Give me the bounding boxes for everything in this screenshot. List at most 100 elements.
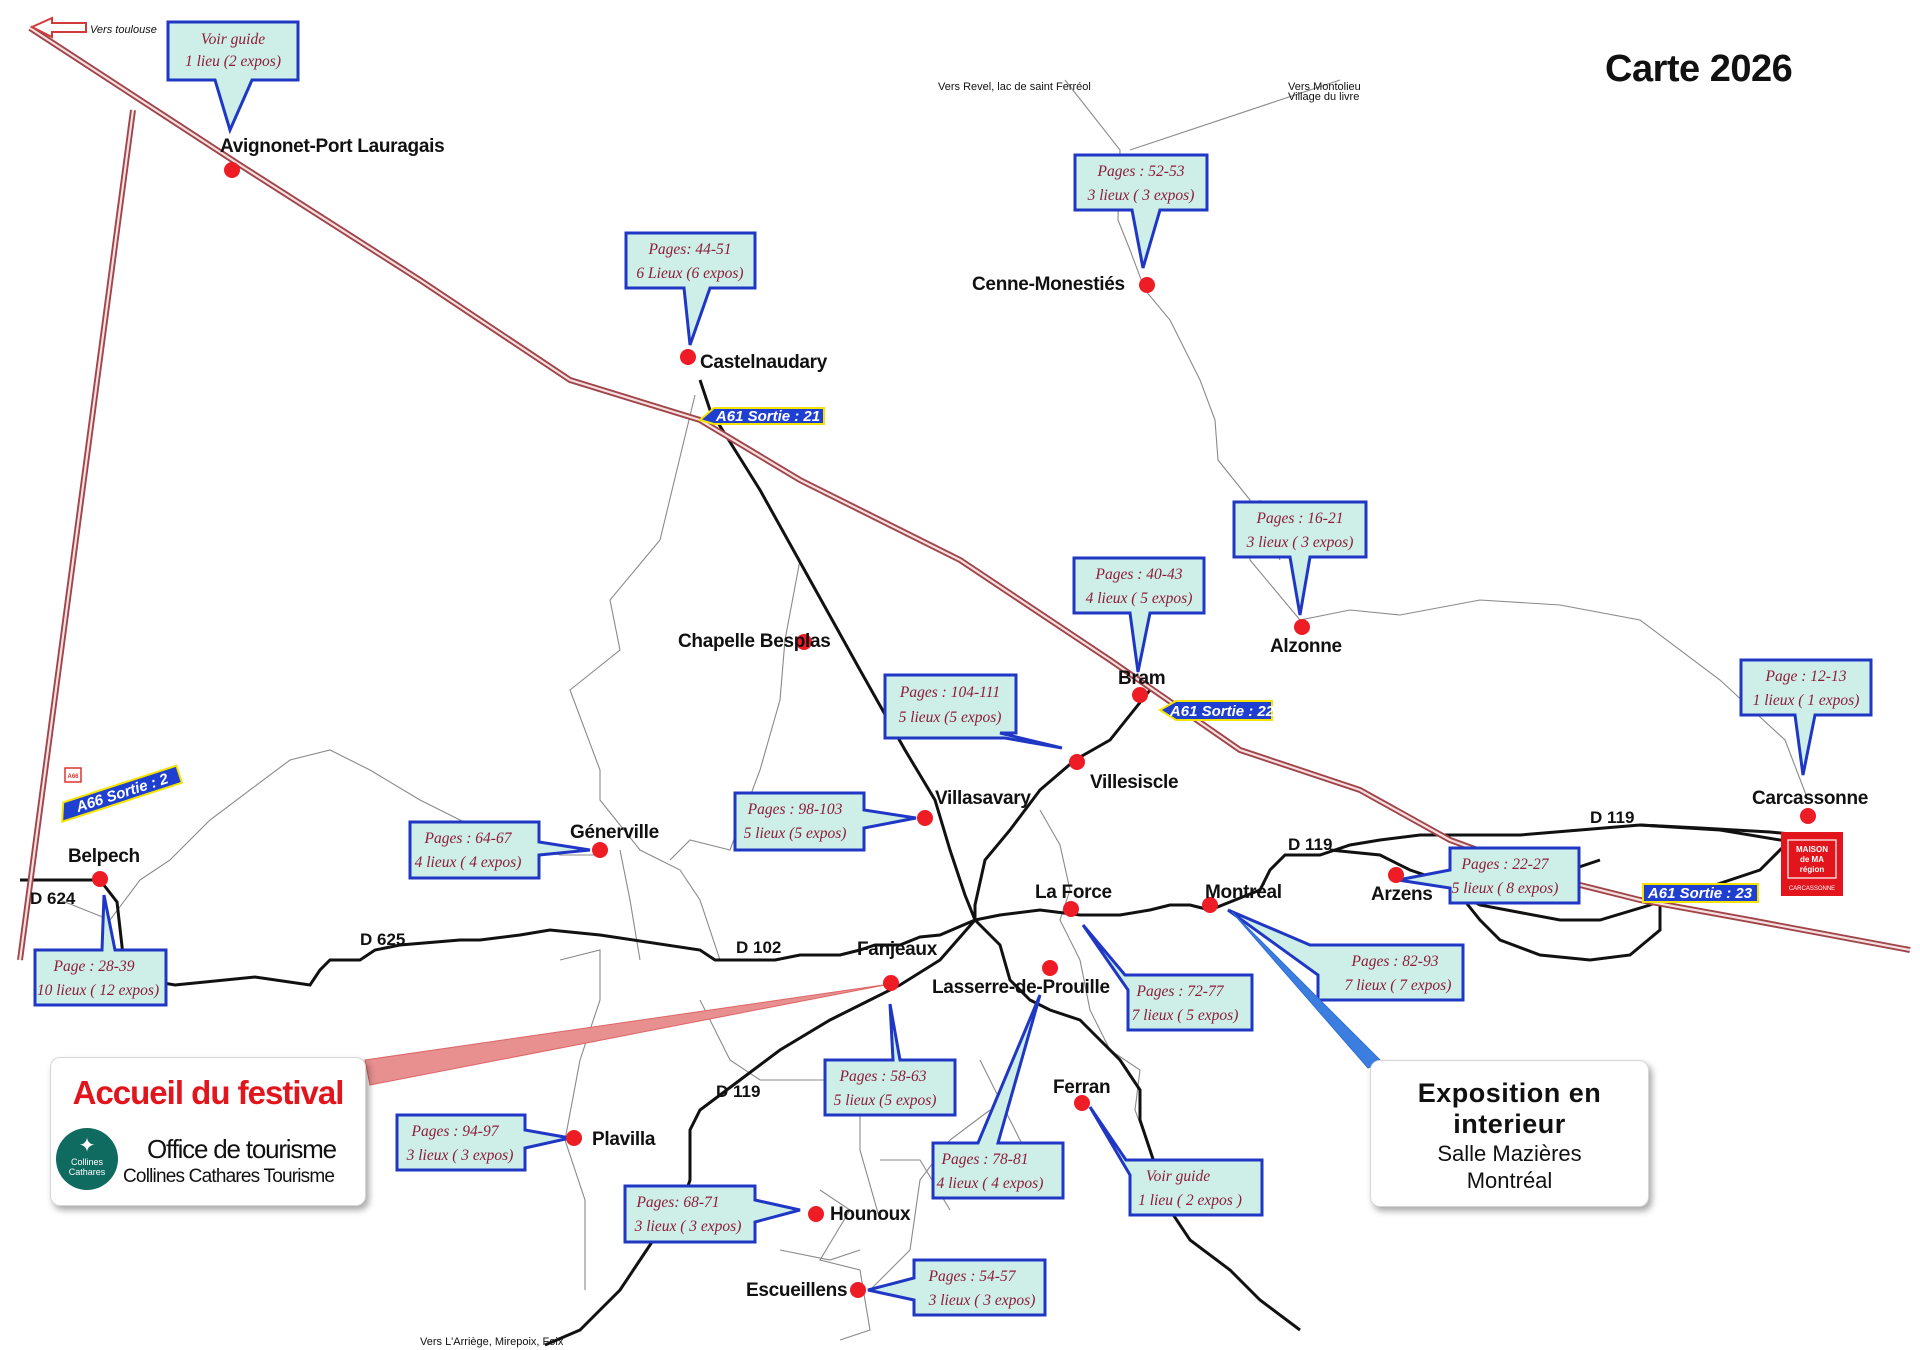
label-castelnaudary: Castelnaudary (700, 352, 828, 373)
road-d119-montreal: D 119 (1288, 835, 1332, 854)
marker-fanjeaux (883, 975, 899, 991)
svg-text:A61 Sortie : 23: A61 Sortie : 23 (1647, 885, 1753, 902)
marker-villasavary (917, 810, 933, 826)
direction-toulouse: Vers toulouse (90, 24, 157, 36)
marker-laforce (1063, 901, 1079, 917)
marker-avignonet (224, 162, 240, 178)
svg-text:7 lieux ( 7 expos): 7 lieux ( 7 expos) (1345, 977, 1452, 994)
marker-ferran (1074, 1095, 1090, 1111)
marker-escueillens (850, 1282, 866, 1298)
svg-text:de MA: de MA (1800, 855, 1824, 864)
callout-belpech: Page : 28-39 10 lieux ( 12 expos) (33, 894, 168, 1007)
road-labels: D 119 D 119 D 119 D 624 D 625 D 102 (30, 808, 1634, 1101)
svg-text:Pages : 22-27: Pages : 22-27 (1461, 856, 1550, 873)
exit-a61-22: A61 Sortie : 22 (1158, 700, 1275, 721)
map-title: Carte 2026 (1605, 48, 1793, 90)
svg-text:Pages : 58-63: Pages : 58-63 (839, 1068, 927, 1085)
direction-revel: Vers Revel, lac de saint Ferréol (938, 81, 1091, 93)
label-ferran: Ferran (1053, 1077, 1110, 1098)
svg-text:5 lieux ( 8 expos): 5 lieux ( 8 expos) (1452, 880, 1559, 897)
svg-text:Pages : 98-103: Pages : 98-103 (747, 801, 843, 818)
svg-text:10 lieux ( 12 expos): 10 lieux ( 12 expos) (37, 982, 159, 999)
label-hounoux: Hounoux (830, 1204, 911, 1225)
svg-text:3 lieux ( 3 expos): 3 lieux ( 3 expos) (928, 1292, 1036, 1309)
road-d119-carcassonne: D 119 (1590, 808, 1634, 827)
svg-text:A66 Sortie : 2: A66 Sortie : 2 (73, 770, 171, 816)
marker-castelnaudary (680, 349, 696, 365)
label-generville: Génerville (570, 822, 659, 843)
svg-text:Pages : 72-77: Pages : 72-77 (1136, 983, 1225, 1000)
callout-ferran: Voir guide 1 lieu ( 2 expos ) (1088, 1106, 1264, 1217)
accueil-line1: Office de tourisme (147, 1134, 337, 1164)
road-d624: D 624 (30, 889, 76, 908)
svg-text:Pages : 52-53: Pages : 52-53 (1097, 163, 1185, 180)
callout-villasavary: Pages : 98-103 5 lieux (5 expos) (733, 791, 917, 852)
label-belpech: Belpech (68, 846, 140, 867)
svg-text:3 lieux ( 3 expos): 3 lieux ( 3 expos) (1087, 187, 1195, 204)
a66-motorway (17, 109, 136, 961)
label-cenne: Cenne-Monestiés (972, 274, 1125, 295)
marker-chapelle (796, 634, 812, 650)
svg-text:Page : 12-13: Page : 12-13 (1765, 668, 1847, 685)
road-d119-south: D 119 (716, 1082, 760, 1101)
svg-text:3 lieux ( 3 expos): 3 lieux ( 3 expos) (406, 1147, 514, 1164)
svg-text:1 lieu ( 2 expos ): 1 lieu ( 2 expos ) (1138, 1192, 1242, 1209)
svg-text:MAISON: MAISON (1796, 845, 1828, 854)
callout-carcassonne: Page : 12-13 1 lieux ( 1 expos) (1739, 658, 1873, 776)
callout-bram: Pages : 40-43 4 lieux ( 5 expos) (1072, 556, 1206, 673)
a66-badge: A66 (64, 767, 82, 783)
svg-text:7 lieux ( 5 expos): 7 lieux ( 5 expos) (1132, 1007, 1239, 1024)
svg-text:Pages : 16-21: Pages : 16-21 (1256, 510, 1344, 527)
callout-avignonet: Voir guide 1 lieu (2 expos) (166, 20, 300, 135)
svg-text:A61 Sortie : 21: A61 Sortie : 21 (715, 408, 820, 425)
expo-title-1: Exposition en (1417, 1078, 1602, 1108)
label-arzens: Arzens (1371, 884, 1433, 905)
svg-text:Pages : 64-67: Pages : 64-67 (424, 830, 513, 847)
direction-montolieu-2: Village du livre (1288, 91, 1359, 103)
svg-text:5 lieux (5 expos): 5 lieux (5 expos) (899, 709, 1002, 726)
svg-text:Pages : 78-81: Pages : 78-81 (941, 1151, 1029, 1168)
svg-text:Pages: 68-71: Pages: 68-71 (635, 1194, 719, 1211)
expo-sub-1: Salle Mazières (1437, 1141, 1582, 1166)
label-avignonet: Avignonet-Port Lauragais (220, 136, 444, 157)
callout-hounoux: Pages: 68-71 3 lieux ( 3 expos) (623, 1184, 801, 1244)
label-chapelle: Chapelle Besplas (678, 631, 831, 652)
svg-text:6 Lieux (6 expos): 6 Lieux (6 expos) (636, 265, 743, 282)
label-montreal: Montréal (1205, 882, 1282, 903)
svg-text:Pages : 40-43: Pages : 40-43 (1095, 566, 1183, 583)
office-tourisme-logo: ✦ Collines Cathares (56, 1128, 118, 1190)
svg-text:1 lieu (2 expos): 1 lieu (2 expos) (185, 53, 281, 70)
svg-text:Pages : 54-57: Pages : 54-57 (928, 1268, 1017, 1285)
svg-text:A66: A66 (67, 774, 79, 780)
expo-panel: Exposition en interieur Salle Mazières M… (1370, 1060, 1649, 1207)
callout-villesiscle: Pages : 104-111 5 lieux (5 expos) (883, 673, 1063, 750)
svg-text:A61 Sortie : 22: A61 Sortie : 22 (1169, 703, 1275, 720)
label-villesiscle: Villesiscle (1090, 772, 1178, 793)
svg-text:1 lieux ( 1 expos): 1 lieux ( 1 expos) (1753, 692, 1860, 709)
svg-text:5 lieux (5 expos): 5 lieux (5 expos) (834, 1092, 937, 1109)
svg-text:Voir guide: Voir guide (201, 31, 265, 48)
direction-ariege: Vers L'Arriège, Mirepoix, Foix (420, 1336, 564, 1348)
svg-text:4 lieux ( 4 expos): 4 lieux ( 4 expos) (937, 1175, 1044, 1192)
marker-hounoux (808, 1206, 824, 1222)
svg-text:région: région (1800, 865, 1825, 874)
accueil-pointer (364, 983, 891, 1086)
label-fanjeaux: Fanjeaux (857, 939, 938, 960)
direction-montolieu-1: Vers Montolieu (1288, 81, 1361, 93)
accueil-panel: Accueil du festival ✦ Collines Cathares … (50, 1057, 366, 1206)
expo-title-2: interieur (1453, 1109, 1566, 1139)
label-plavilla: Plavilla (592, 1129, 656, 1150)
marker-cenne (1139, 277, 1155, 293)
marker-arzens (1388, 867, 1404, 883)
callout-arzens: Pages : 22-27 5 lieux ( 8 expos) (1397, 846, 1581, 905)
svg-text:Pages : 104-111: Pages : 104-111 (899, 684, 1000, 701)
marker-montreal (1202, 897, 1218, 913)
road-d102: D 102 (736, 938, 781, 957)
toulouse-arrow-icon (29, 16, 87, 39)
marker-generville (592, 842, 608, 858)
svg-text:4 lieux ( 5 expos): 4 lieux ( 5 expos) (1086, 590, 1193, 607)
label-alzonne: Alzonne (1270, 636, 1342, 657)
callout-laforce: Pages : 72-77 7 lieux ( 5 expos) (1081, 924, 1254, 1032)
town-markers (92, 162, 1816, 1298)
